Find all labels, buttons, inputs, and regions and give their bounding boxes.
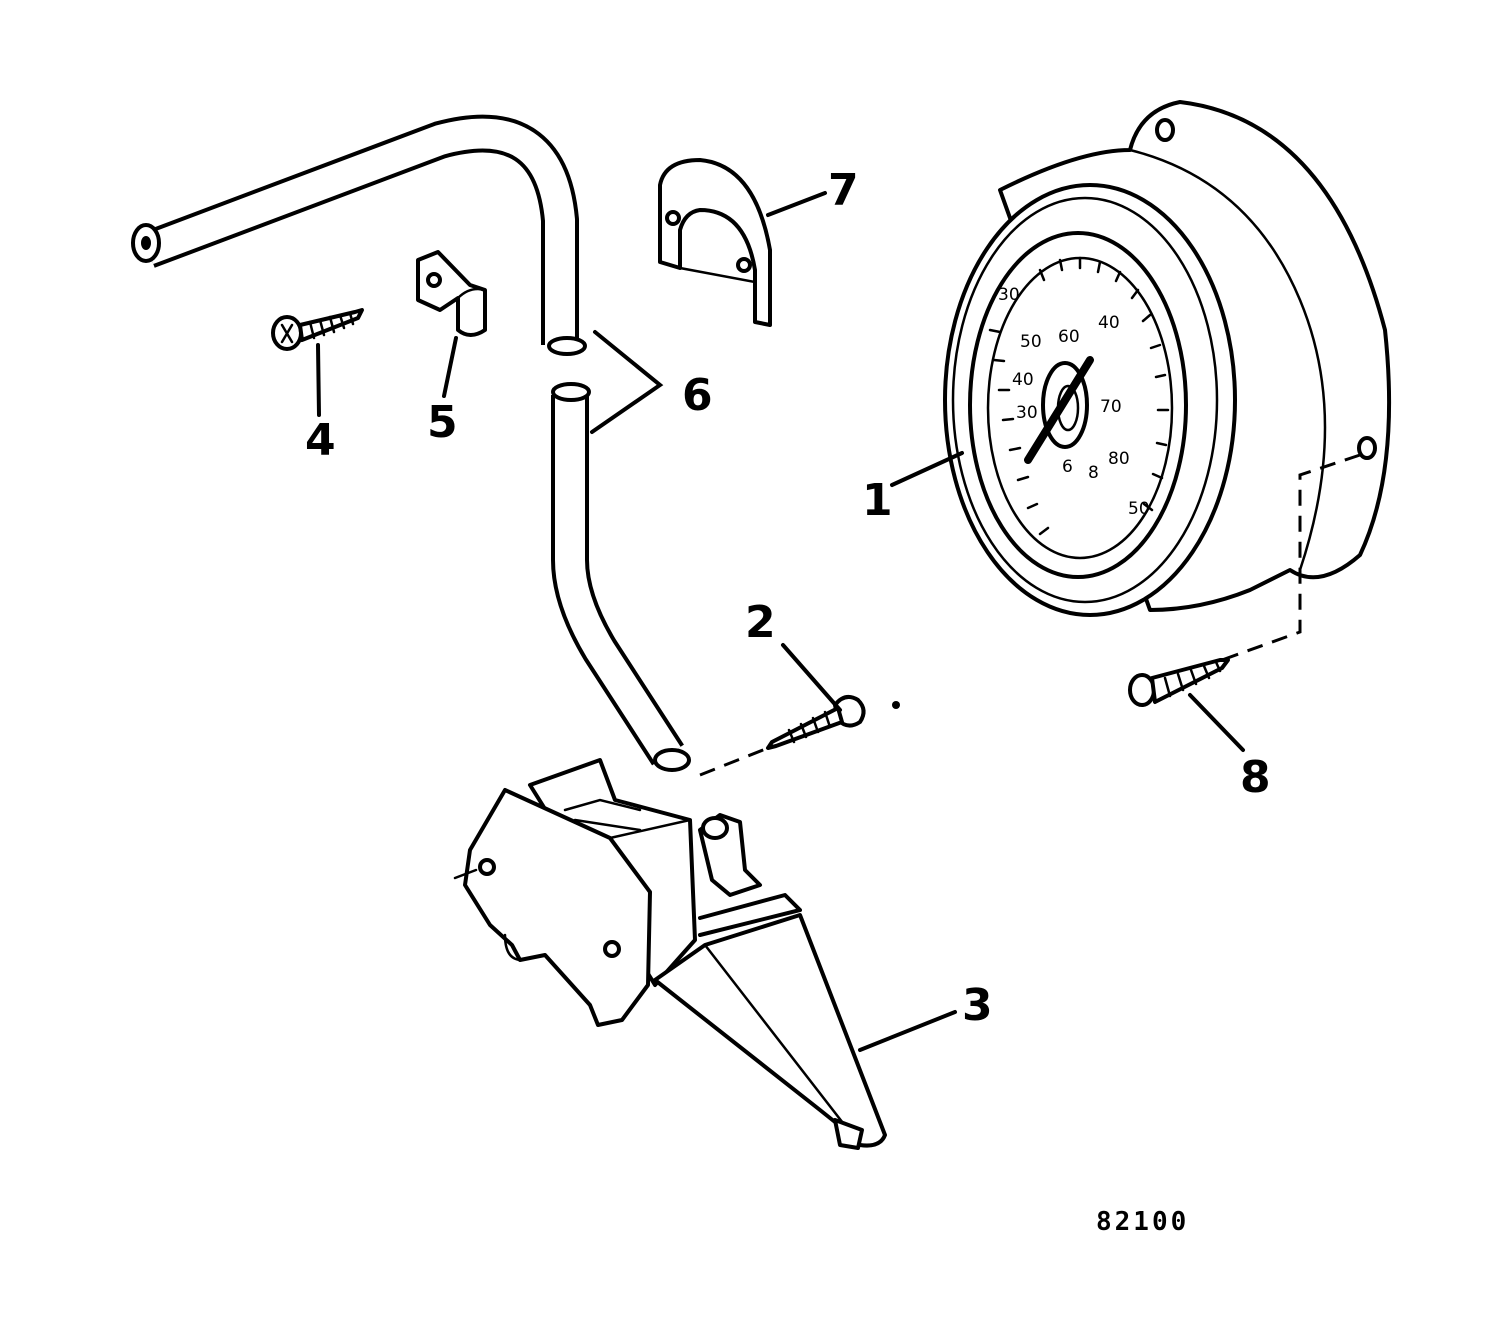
screw-pickup bbox=[766, 694, 900, 750]
screw-guide-line bbox=[699, 746, 769, 777]
drawing-code: 82100 bbox=[1096, 1207, 1189, 1237]
pitot-pickup bbox=[453, 758, 887, 1150]
callout-8: 8 bbox=[1240, 752, 1271, 803]
dial-number: 8 bbox=[1088, 463, 1099, 483]
dial-number: 40 bbox=[1098, 313, 1120, 333]
dial-number: 50 bbox=[1128, 499, 1150, 519]
callout-6: 6 bbox=[682, 370, 713, 421]
dial-number: 70 bbox=[1100, 397, 1122, 417]
dial-number: 60 bbox=[1058, 327, 1080, 347]
callout-7: 7 bbox=[828, 165, 859, 216]
dial-number: 50 bbox=[1020, 332, 1042, 352]
callout-5: 5 bbox=[427, 397, 458, 448]
hose-clip bbox=[416, 250, 487, 337]
callout-1: 1 bbox=[862, 475, 893, 526]
dial-number: 40 bbox=[1012, 370, 1034, 390]
hose-upper bbox=[131, 114, 587, 356]
leader-lines bbox=[316, 191, 1245, 1052]
dial-number: 30 bbox=[998, 285, 1020, 305]
screw-gauge bbox=[1128, 658, 1230, 707]
callout-3: 3 bbox=[962, 980, 993, 1031]
dial-number: 80 bbox=[1108, 449, 1130, 469]
hose-lower bbox=[551, 382, 691, 772]
dial-number: 30 bbox=[1016, 403, 1038, 423]
mounting-guide-line bbox=[1221, 453, 1361, 662]
mounting-bracket bbox=[658, 158, 772, 327]
screw-small bbox=[271, 308, 364, 351]
dial-number: 6 bbox=[1062, 457, 1073, 477]
speedometer-gauge: 30 40 50 60 40 30 70 80 50 8 6 bbox=[943, 100, 1392, 617]
callout-2: 2 bbox=[745, 597, 776, 648]
callout-4: 4 bbox=[305, 415, 336, 466]
